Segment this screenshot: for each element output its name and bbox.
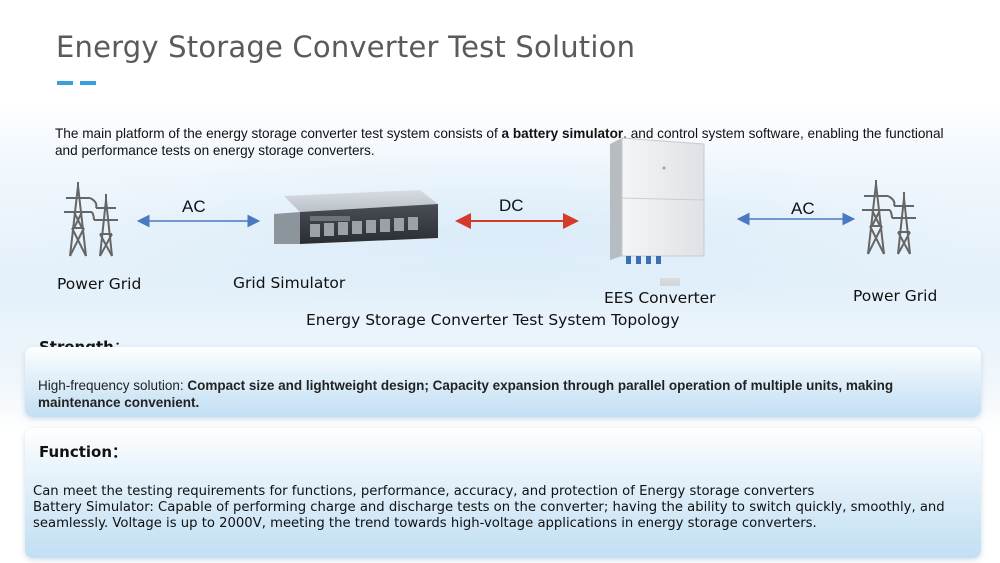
function-line2: Battery Simulator: Capable of performing… xyxy=(33,500,945,531)
strength-lead: High-frequency solution: xyxy=(38,378,188,393)
function-text: Can meet the testing requirements for fu… xyxy=(33,484,978,532)
dc-label: DC xyxy=(499,196,524,215)
intro-text-part2: , and control system software, enabling … xyxy=(55,126,944,158)
grid-simulator-device xyxy=(274,190,438,244)
title-accent-bar xyxy=(80,81,96,85)
ees-converter-device xyxy=(610,137,705,284)
function-heading-colon: ： xyxy=(112,443,128,461)
power-tower-icon xyxy=(64,182,118,257)
strength-text: High-frequency solution: Compact size an… xyxy=(38,377,978,411)
strength-bold: Compact size and lightweight design; Cap… xyxy=(38,378,894,410)
ac-label-right: AC xyxy=(791,199,815,218)
intro-text-bold: a battery simulator xyxy=(501,126,624,141)
device-base-shadow xyxy=(660,281,680,286)
strength-box xyxy=(25,347,981,417)
topology-caption: Energy Storage Converter Test System Top… xyxy=(306,311,680,329)
power-grid-label-left: Power Grid xyxy=(57,275,142,293)
ac-label-left: AC xyxy=(182,197,206,216)
function-box xyxy=(25,428,981,558)
grid-simulator-label: Grid Simulator xyxy=(233,274,346,292)
power-grid-label-right: Power Grid xyxy=(853,287,938,305)
function-line1: Can meet the testing requirements for fu… xyxy=(33,484,815,499)
ees-converter-label: EES Converter xyxy=(604,289,716,307)
function-heading-text: Function xyxy=(39,443,113,461)
function-heading: Function： xyxy=(39,441,127,462)
title-accent-bar xyxy=(57,81,73,85)
power-tower-icon xyxy=(862,180,916,255)
page-title: Energy Storage Converter Test Solution xyxy=(56,30,636,64)
intro-text-part1: The main platform of the energy storage … xyxy=(55,126,502,141)
intro-text: The main platform of the energy storage … xyxy=(55,125,955,159)
